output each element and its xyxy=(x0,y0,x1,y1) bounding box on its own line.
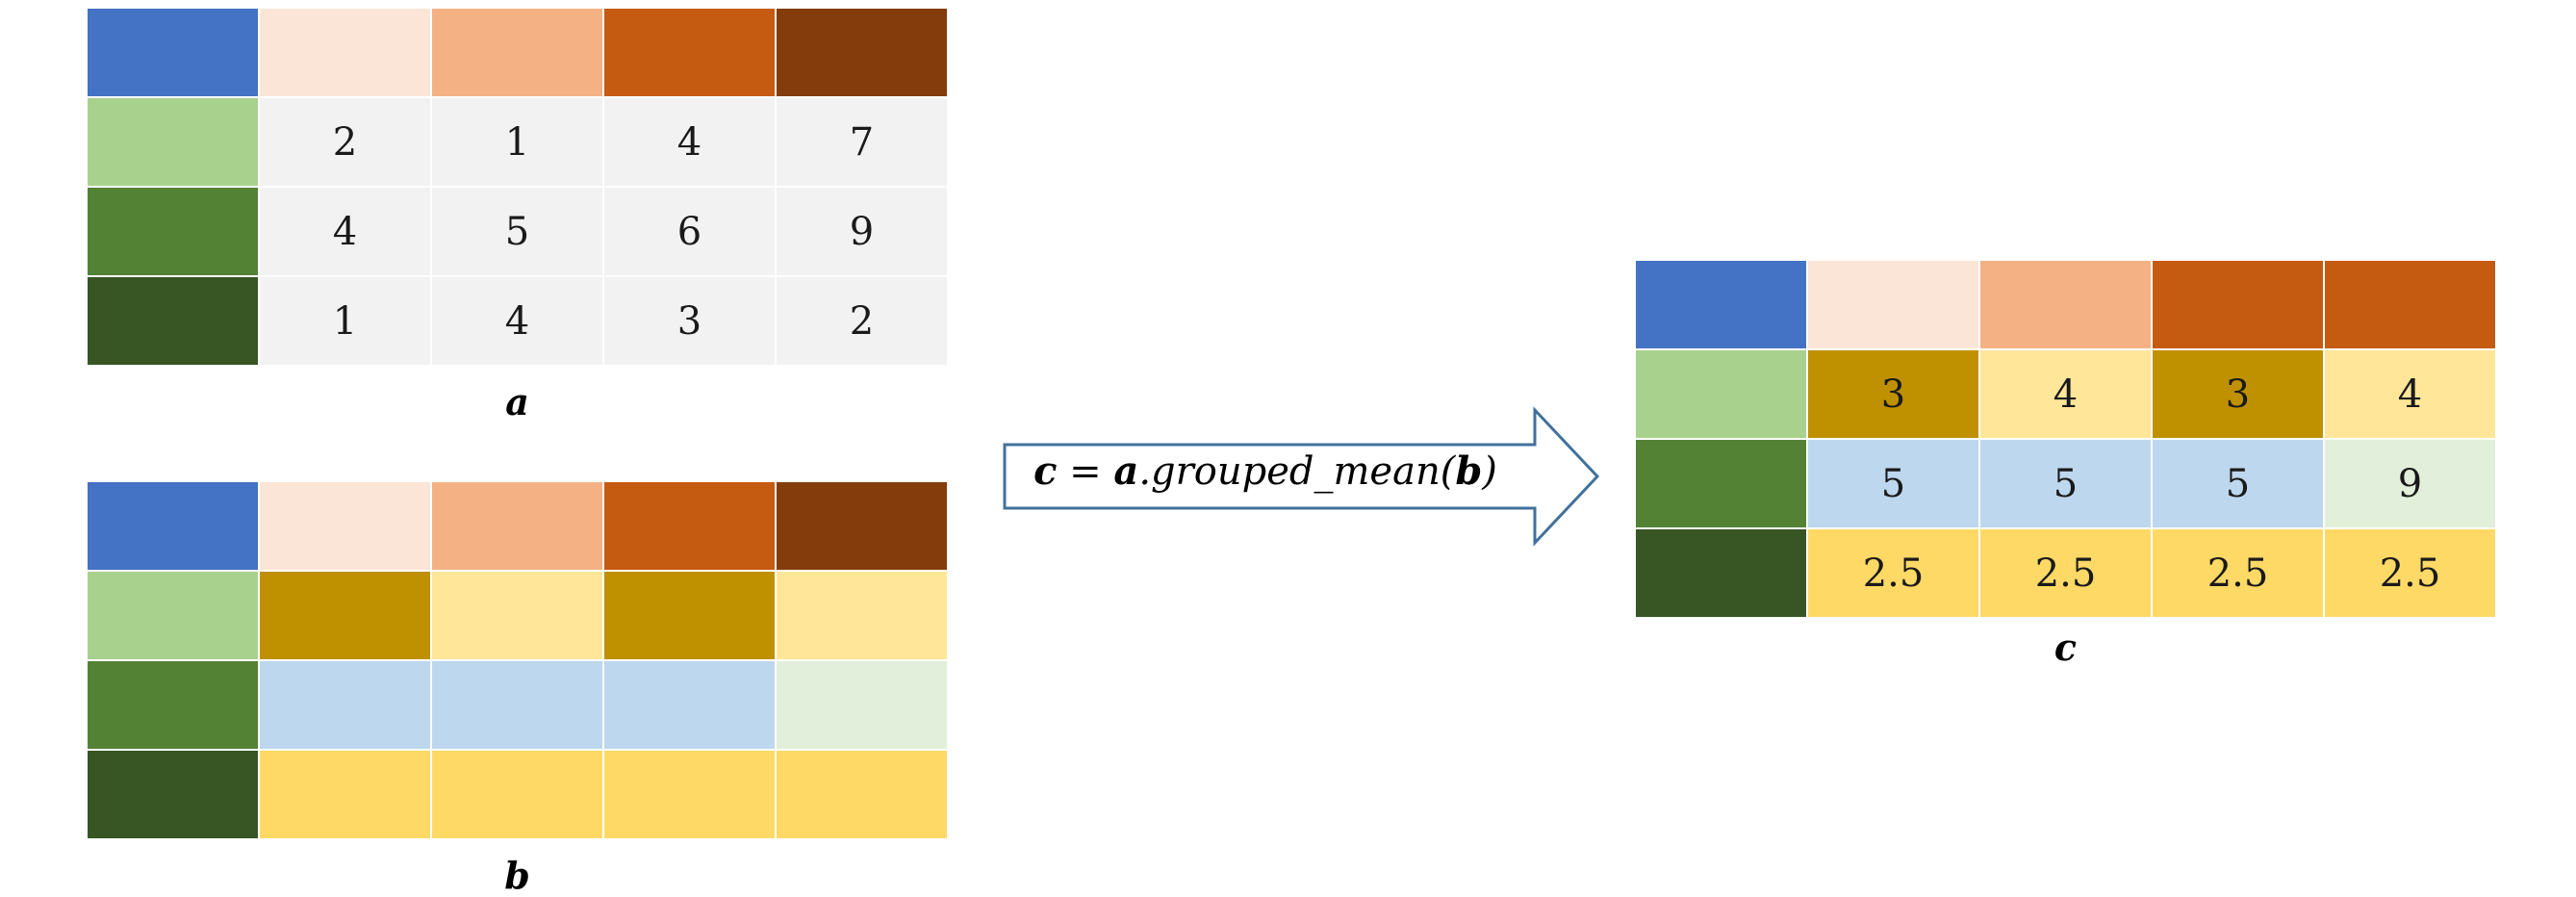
value-cell xyxy=(603,750,776,839)
value-cell: 4 xyxy=(603,97,776,187)
corner-cell xyxy=(87,481,259,571)
value-cell: 7 xyxy=(776,97,948,187)
corner-cell xyxy=(87,8,259,97)
value-cell xyxy=(603,571,776,660)
header-cell xyxy=(2152,260,2324,349)
value-cell: 5 xyxy=(1807,439,1979,528)
formula-equals: = xyxy=(1057,449,1114,494)
header-cell xyxy=(776,8,948,97)
row-label-cell xyxy=(87,660,259,750)
row-label-cell xyxy=(1635,439,1807,528)
value-cell xyxy=(259,750,431,839)
header-cell xyxy=(259,481,431,571)
value-cell xyxy=(259,571,431,660)
header-cell xyxy=(431,8,603,97)
value-cell xyxy=(776,660,948,750)
row-label-cell xyxy=(87,276,259,366)
value-cell: 4 xyxy=(431,276,603,366)
row-label-cell xyxy=(87,187,259,276)
header-cell xyxy=(1979,260,2152,349)
row-label-cell xyxy=(1635,349,1807,439)
header-cell xyxy=(603,481,776,571)
value-cell: 1 xyxy=(431,97,603,187)
formula-close: ) xyxy=(1482,449,1497,494)
value-cell xyxy=(431,571,603,660)
value-cell xyxy=(776,571,948,660)
value-cell: 5 xyxy=(431,187,603,276)
right-arrow-icon xyxy=(1003,406,1600,547)
formula-object: a xyxy=(1113,448,1139,494)
value-cell: 1 xyxy=(259,276,431,366)
value-cell xyxy=(603,660,776,750)
value-cell: 5 xyxy=(2152,439,2324,528)
caption-a: a xyxy=(505,380,529,423)
value-cell: 3 xyxy=(1807,349,1979,439)
value-cell: 5 xyxy=(1979,439,2152,528)
value-cell: 3 xyxy=(2152,349,2324,439)
value-cell: 2.5 xyxy=(1807,528,1979,618)
value-cell: 2.5 xyxy=(1979,528,2152,618)
value-cell xyxy=(259,660,431,750)
value-cell: 4 xyxy=(2324,349,2496,439)
formula-result: c xyxy=(1033,448,1058,494)
value-cell: 9 xyxy=(776,187,948,276)
table-b xyxy=(87,481,948,839)
value-cell: 4 xyxy=(1979,349,2152,439)
value-cell xyxy=(776,750,948,839)
formula-argument: b xyxy=(1455,448,1483,494)
caption-b: b xyxy=(504,854,530,897)
value-cell xyxy=(431,750,603,839)
header-cell xyxy=(1807,260,1979,349)
row-label-cell xyxy=(87,750,259,839)
header-cell xyxy=(259,8,431,97)
formula-method: .grouped_mean( xyxy=(1138,449,1456,494)
row-label-cell xyxy=(87,97,259,187)
row-label-cell xyxy=(1635,528,1807,618)
grouped-mean-formula: c = a.grouped_mean(b) xyxy=(1010,448,1520,494)
value-cell: 2.5 xyxy=(2324,528,2496,618)
value-cell: 4 xyxy=(259,187,431,276)
header-cell xyxy=(776,481,948,571)
value-cell xyxy=(431,660,603,750)
value-cell: 2.5 xyxy=(2152,528,2324,618)
caption-c: c xyxy=(2053,626,2078,669)
row-label-cell xyxy=(87,571,259,660)
value-cell: 2 xyxy=(776,276,948,366)
value-cell: 2 xyxy=(259,97,431,187)
header-cell xyxy=(431,481,603,571)
header-cell xyxy=(2324,260,2496,349)
header-cell xyxy=(603,8,776,97)
value-cell: 6 xyxy=(603,187,776,276)
corner-cell xyxy=(1635,260,1807,349)
value-cell: 9 xyxy=(2324,439,2496,528)
value-cell: 3 xyxy=(603,276,776,366)
